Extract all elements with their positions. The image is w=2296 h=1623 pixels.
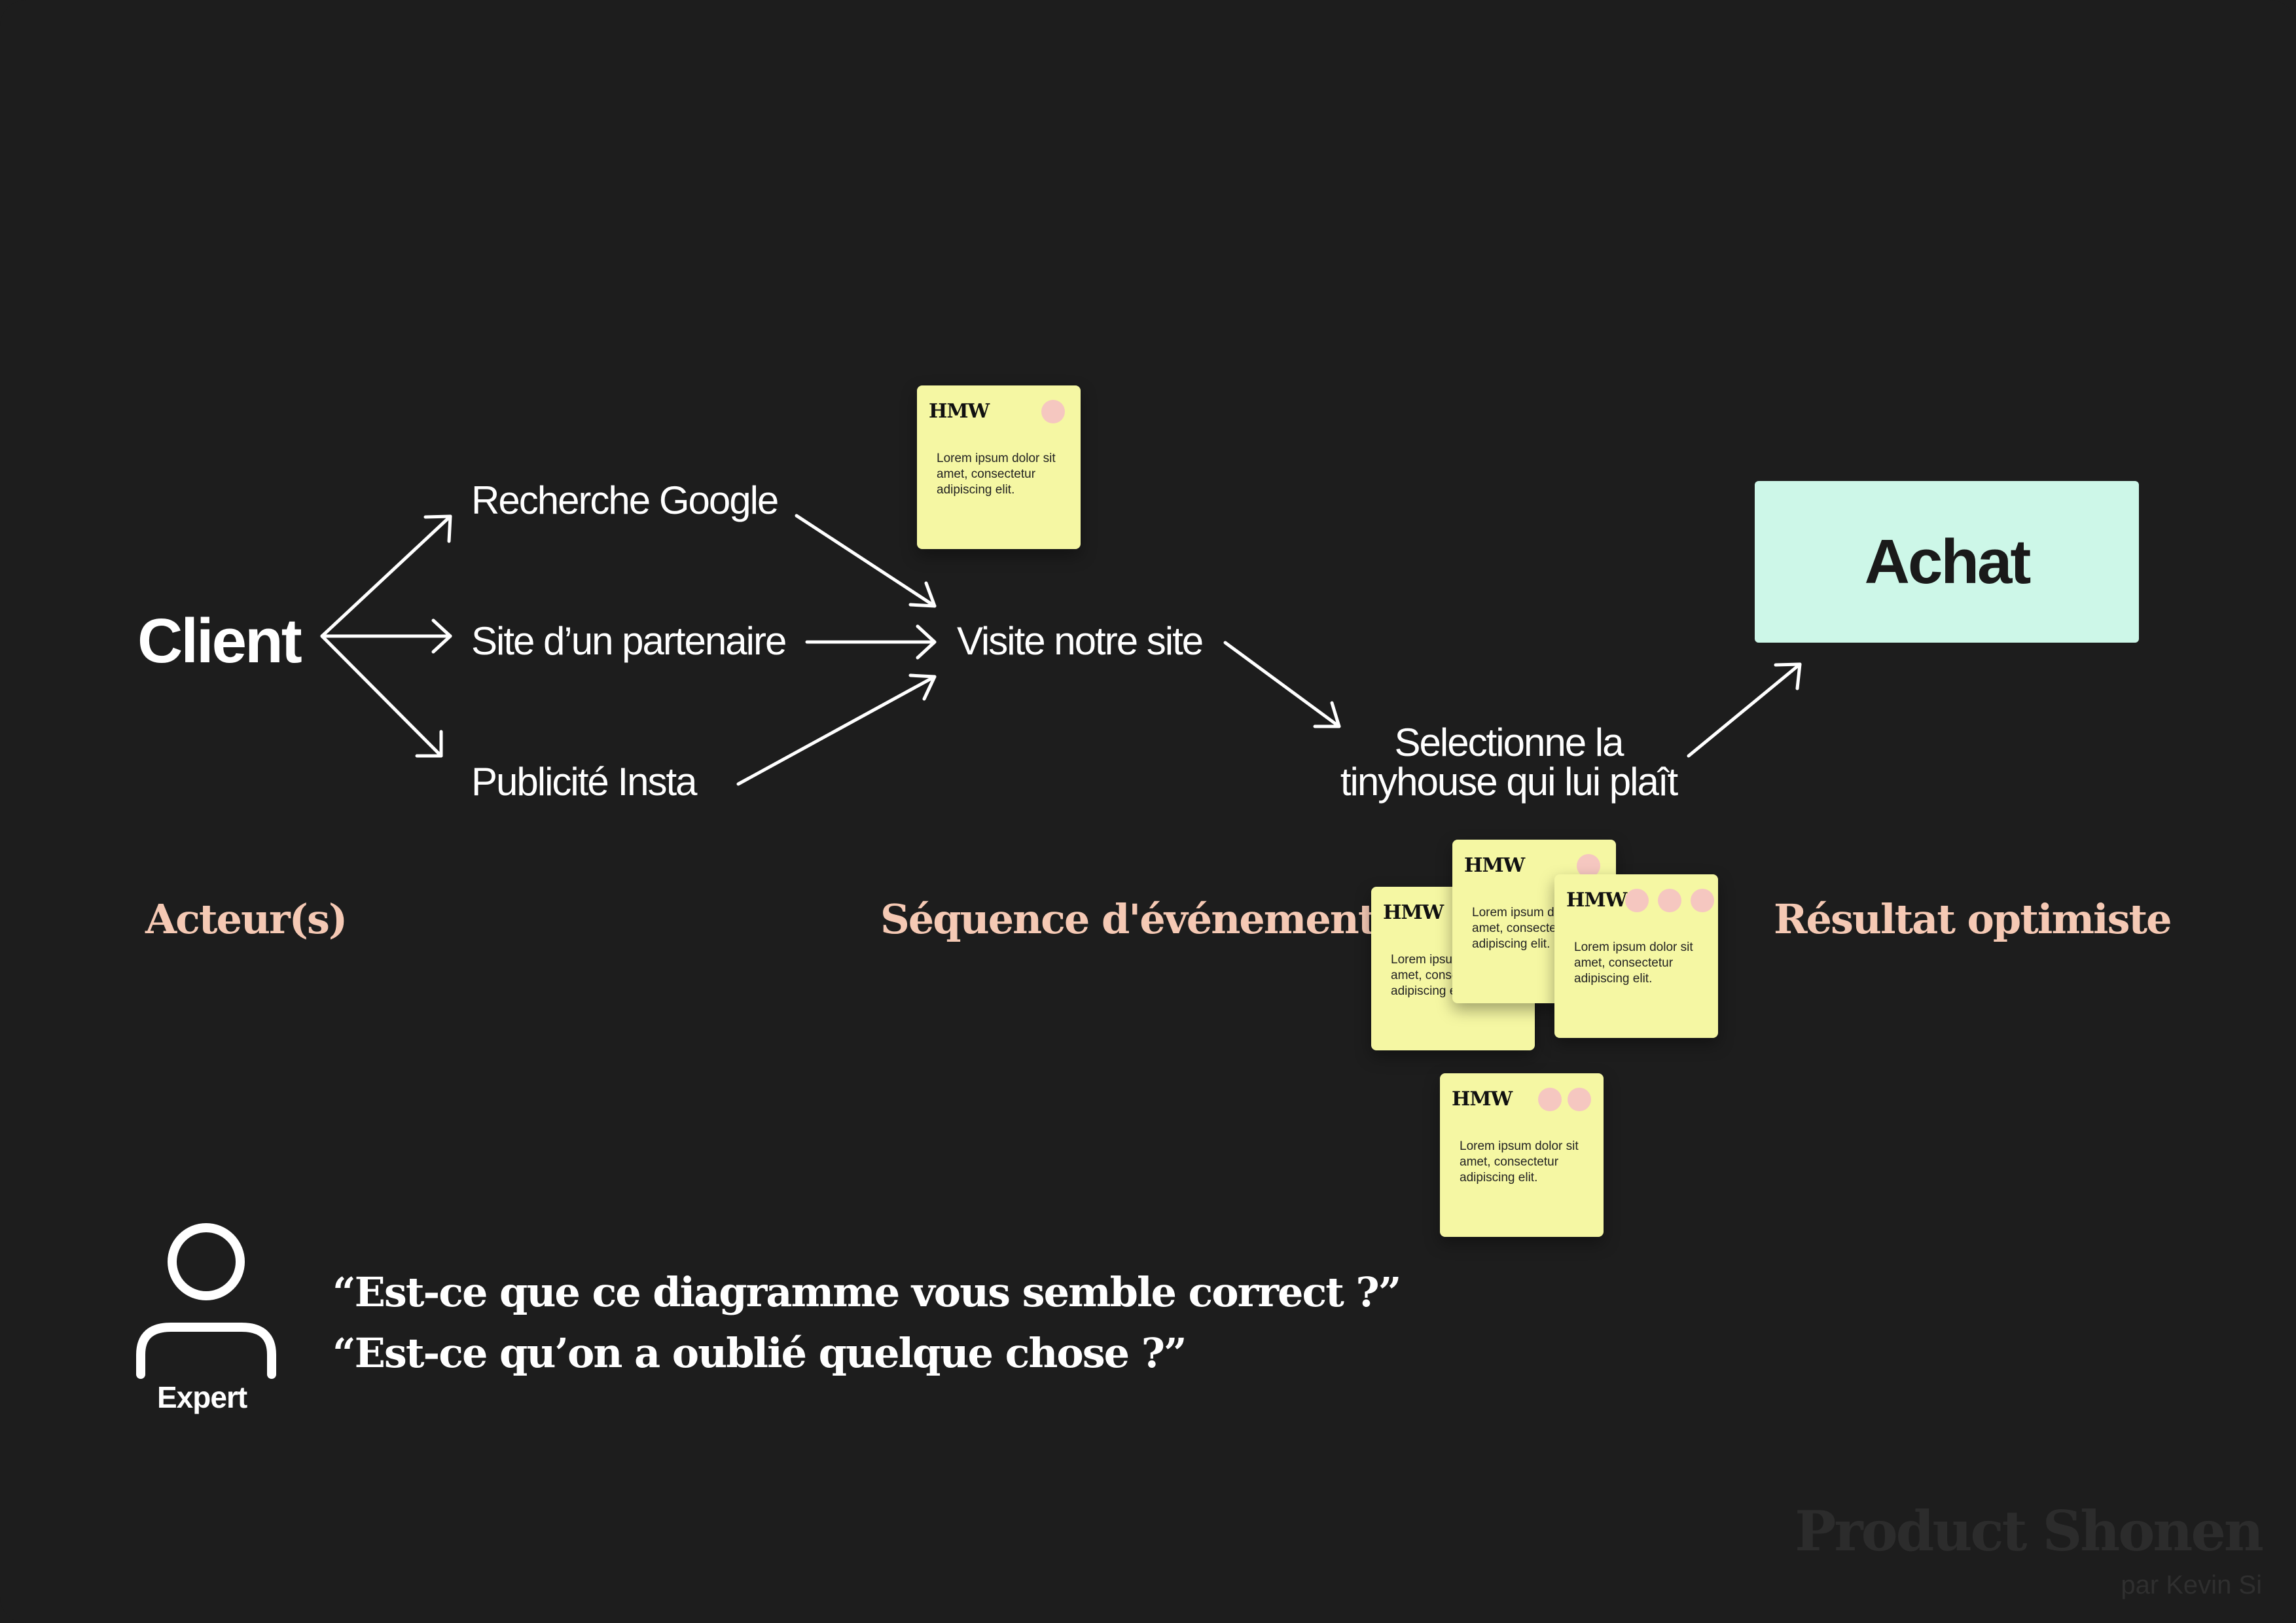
sticky-note-body: Lorem ipsum dolor sit amet, consectetur … (1574, 940, 1693, 986)
arrow-client-partner (320, 618, 452, 654)
watermark-brand: Product Shonen (1795, 1499, 2264, 1563)
sticky-note-body: Lorem ipsum dolor sit amet, consectetur … (937, 452, 1056, 497)
arrow-client-insta (320, 634, 443, 758)
sticky-note-title: HMW (1566, 889, 1627, 912)
vote-dot (1577, 854, 1600, 878)
vote-dot (1538, 1088, 1562, 1111)
label-result: Résultat optimiste (1774, 895, 2172, 943)
node-publicite-insta: Publicité Insta (471, 760, 698, 804)
node-recherche-google: Recherche Google (471, 478, 779, 522)
sticky-note-title: HMW (1452, 1088, 1513, 1111)
node-selectionne-line1: Selectionne la (1394, 721, 1624, 764)
sticky-note-title: HMW (1464, 854, 1525, 877)
sticky-note-title: HMW (929, 400, 990, 423)
result-achat-label: Achat (1864, 527, 2032, 597)
arrow-visit-select (1223, 641, 1341, 728)
vote-dot (1691, 889, 1714, 912)
expert-label: Expert (157, 1380, 247, 1414)
vote-dot (1041, 400, 1065, 423)
vote-dot (1568, 1088, 1591, 1111)
watermark-author: par Kevin Si (2121, 1571, 2262, 1599)
expert-question-2: “Est-ce qu’on a oublié quelque chose ?” (332, 1329, 1187, 1377)
arrow-client-google (320, 514, 452, 638)
node-visite-site: Visite notre site (957, 619, 1204, 663)
actor-client: Client (137, 606, 302, 676)
sticky-note[interactable]: HMW Lorem ipsum dolor sit amet, consecte… (1440, 1073, 1604, 1237)
result-achat-box: Achat (1755, 481, 2139, 643)
arrow-select-achat (1687, 662, 1802, 758)
sticky-note-body: Lorem ipsum dolor sit amet, consectetur … (1460, 1139, 1579, 1185)
sticky-note-title: HMW (1383, 901, 1444, 924)
expert-question-1: “Est-ce que ce diagramme vous semble cor… (332, 1268, 1401, 1316)
node-selectionne-line2: tinyhouse qui lui plaît (1340, 760, 1678, 804)
vote-dot (1625, 889, 1649, 912)
expert-user-icon (136, 1223, 276, 1379)
arrow-google-visit (795, 514, 937, 608)
label-actors: Acteur(s) (145, 895, 348, 943)
node-site-partenaire: Site d’un partenaire (471, 619, 787, 663)
vote-dot (1658, 889, 1681, 912)
node-selectionne: Selectionne la tinyhouse qui lui plaît (1309, 723, 1708, 802)
sticky-note[interactable]: HMW Lorem ipsum dolor sit amet, consecte… (917, 385, 1081, 549)
arrow-partner-visit (805, 624, 937, 660)
label-sequence: Séquence d'événements (880, 895, 1398, 943)
arrow-insta-visit (736, 673, 937, 786)
sticky-note[interactable]: HMW Lorem ipsum dolor sit amet, consecte… (1554, 874, 1718, 1038)
